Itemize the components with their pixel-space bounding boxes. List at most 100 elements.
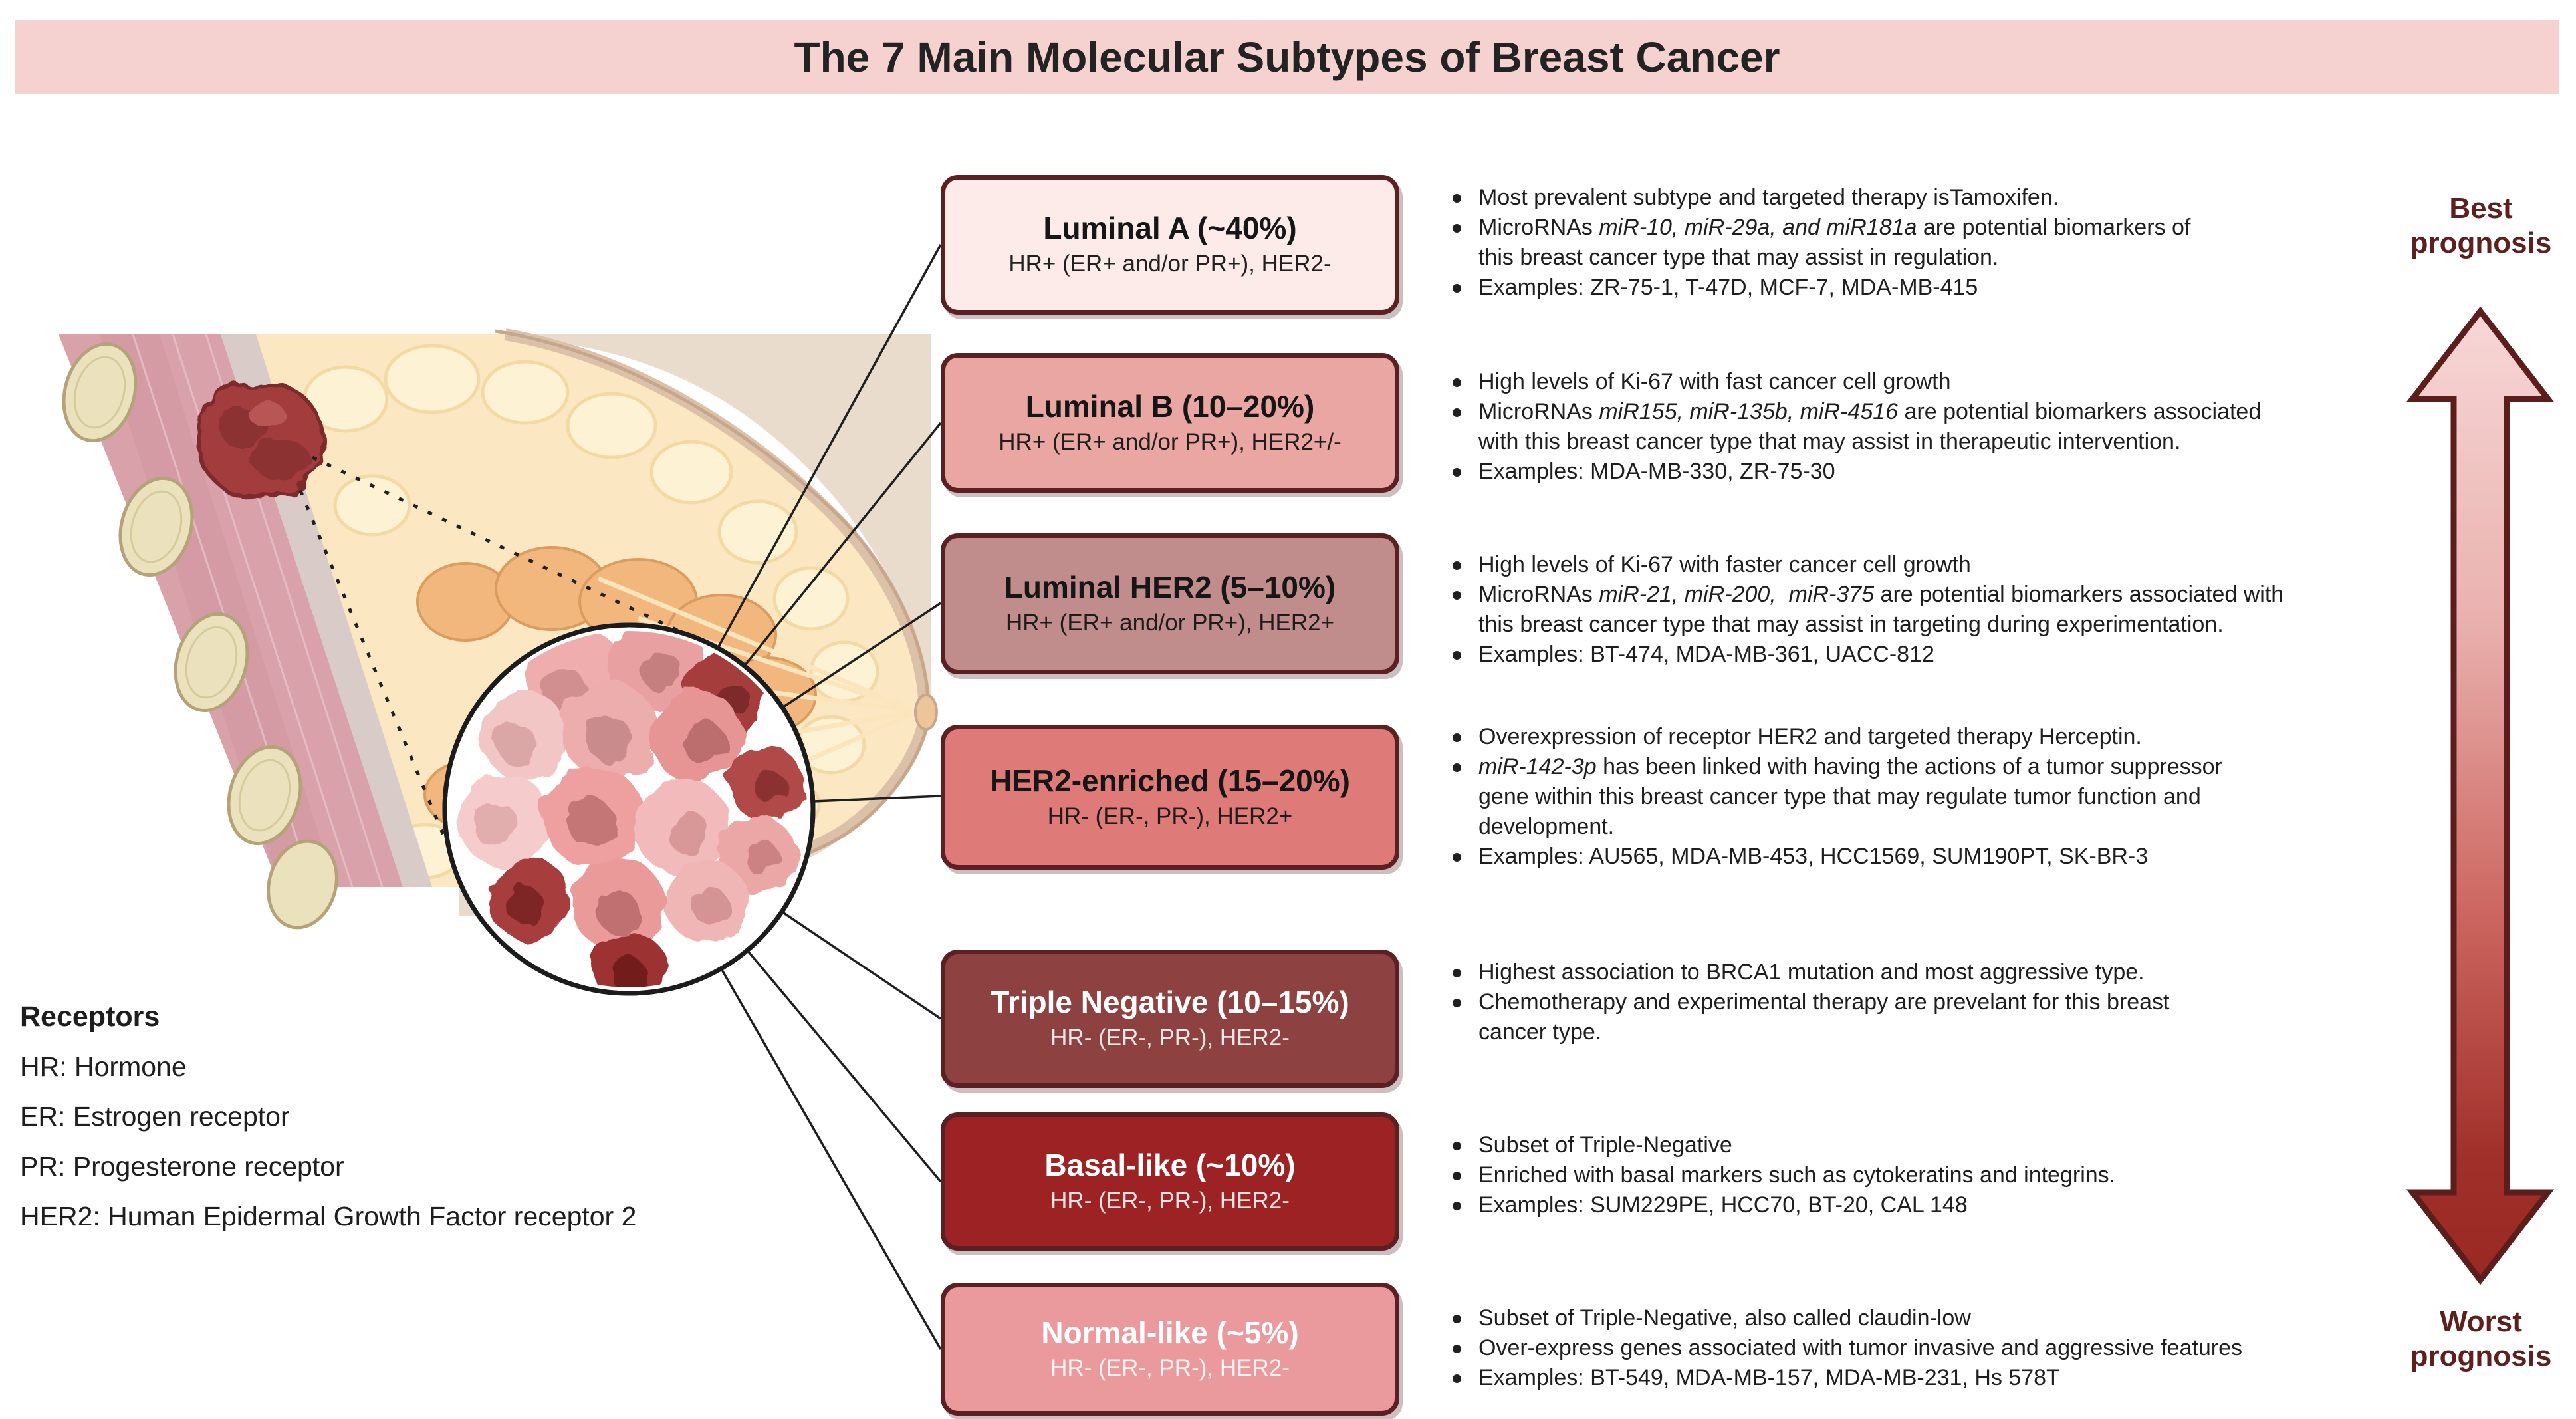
bullet-item: miR-142-3p has been linked with having t…: [1453, 752, 2222, 842]
subtype-name: Normal-like (~5%): [1041, 1315, 1299, 1350]
bullet-dot-icon: [1453, 763, 1461, 772]
bullet-dot-icon: [1453, 284, 1461, 293]
subtype-bullet-list: Highest association to BRCA1 mutation an…: [1453, 958, 2169, 1047]
bullet-text-segment: High levels of Ki-67 with fast cancer ce…: [1478, 369, 1951, 394]
page-title: The 7 Main Molecular Subtypes of Breast …: [794, 33, 1780, 81]
tumor-cell-magnifier: [442, 622, 816, 996]
bullet-dot-icon: [1453, 651, 1461, 660]
bullet-item: Subset of Triple-Negative, also called c…: [1453, 1303, 2242, 1333]
bullet-text: Subset of Triple-Negative: [1478, 1130, 1732, 1160]
subtype-bullet-list: Most prevalent subtype and targeted ther…: [1453, 183, 2190, 303]
bullet-text-segment: Subset of Triple-Negative, also called c…: [1478, 1305, 1971, 1331]
bullet-dot-icon: [1453, 1172, 1461, 1180]
bullet-text: High levels of Ki-67 with fast cancer ce…: [1478, 367, 1951, 397]
bullet-text-segment: are potential biomarkers associated: [1898, 399, 2262, 424]
bullet-text-segment: Examples: MDA-MB-330, ZR-75-30: [1478, 459, 1835, 484]
bullet-text-segment: Highest association to BRCA1 mutation an…: [1478, 960, 2145, 985]
tumor: [195, 380, 326, 501]
bullet-text: Examples: MDA-MB-330, ZR-75-30: [1478, 457, 1835, 487]
subtype-name: Triple Negative (10–15%): [991, 984, 1349, 1019]
receptor-item-hr: HR: Hormone: [20, 1051, 187, 1082]
bullet-dot-icon: [1453, 561, 1461, 570]
receptors-legend: Receptors HR: Hormone ER: Estrogen recep…: [20, 992, 636, 1241]
subtype-receptor-status: HR- (ER-, PR-), HER2-: [1050, 1354, 1290, 1381]
bullet-text-segment: miR-21, miR-200, miR-375: [1599, 582, 1875, 607]
bullet-text-segment: Examples: SUM229PE, HCC70, BT-20, CAL 14…: [1478, 1192, 1968, 1218]
bullet-text: MicroRNAs miR-10, miR-29a, and miR181a a…: [1478, 213, 2190, 273]
nipple: [914, 694, 938, 731]
bullet-dot-icon: [1453, 1345, 1461, 1353]
bullet-text-segment: Over-express genes associated with tumor…: [1478, 1335, 2243, 1360]
subtype-receptor-status: HR+ (ER+ and/or PR+), HER2+/-: [998, 428, 1342, 455]
receptor-item-her2: HER2: Human Epidermal Growth Factor rece…: [20, 1201, 637, 1231]
subtype-name: Basal-like (~10%): [1044, 1147, 1296, 1182]
title-banner: The 7 Main Molecular Subtypes of Breast …: [15, 20, 2559, 94]
subtype-receptor-status: HR- (ER-, PR-), HER2+: [1047, 803, 1293, 829]
subtype-bullet-list: High levels of Ki-67 with faster cancer …: [1453, 550, 2283, 670]
bullet-item: MicroRNAs miR155, miR-135b, miR-4516 are…: [1453, 397, 2261, 457]
bullet-text-segment: MicroRNAs: [1478, 399, 1599, 424]
bullet-text-segment: Examples: ZR-75-1, T-47D, MCF-7, MDA-MB-…: [1478, 275, 1978, 300]
subtype-receptor-status: HR- (ER-, PR-), HER2-: [1050, 1187, 1290, 1214]
bullet-item: High levels of Ki-67 with faster cancer …: [1453, 550, 2283, 580]
bullet-item: Examples: BT-474, MDA-MB-361, UACC-812: [1453, 640, 2283, 670]
receptor-item-er: ER: Estrogen receptor: [20, 1101, 290, 1132]
bullet-text: Over-express genes associated with tumor…: [1478, 1333, 2242, 1363]
subtype-name: Luminal B (10–20%): [1025, 388, 1315, 424]
bullet-item: Most prevalent subtype and targeted ther…: [1453, 183, 2190, 213]
subtype-box: Luminal B (10–20%) HR+ (ER+ and/or PR+), …: [941, 353, 1399, 493]
bullet-text-segment: Examples: BT-549, MDA-MB-157, MDA-MB-231…: [1478, 1365, 2060, 1390]
ribs: [62, 342, 338, 930]
bullet-item: Subset of Triple-Negative: [1453, 1130, 2115, 1160]
bullet-text: Examples: BT-549, MDA-MB-157, MDA-MB-231…: [1478, 1363, 2060, 1393]
bullet-dot-icon: [1453, 853, 1461, 862]
subtype-bullet-list: Subset of Triple-Negative, also called c…: [1453, 1303, 2242, 1393]
connector-lines: [717, 244, 942, 1350]
bullet-item: MicroRNAs miR-21, miR-200, miR-375 are p…: [1453, 580, 2283, 640]
bullet-text: Subset of Triple-Negative, also called c…: [1478, 1303, 1971, 1333]
bullet-dot-icon: [1453, 194, 1461, 203]
subtype-box: Luminal A (~40%) HR+ (ER+ and/or PR+), HE…: [941, 175, 1399, 315]
subtype-bullet-list: Overexpression of receptor HER2 and targ…: [1453, 722, 2222, 872]
bullet-text-segment: this breast cancer type that may assist …: [1478, 612, 2224, 637]
bullet-text: Examples: SUM229PE, HCC70, BT-20, CAL 14…: [1478, 1190, 1968, 1220]
bullet-item: Examples: AU565, MDA-MB-453, HCC1569, SU…: [1453, 842, 2222, 872]
bullet-text-segment: miR-142-3p: [1478, 754, 1597, 779]
bullet-dot-icon: [1453, 733, 1461, 742]
subtype-receptor-status: HR+ (ER+ and/or PR+), HER2-: [1008, 250, 1332, 277]
bullet-text-segment: this breast cancer type that may assist …: [1478, 245, 1999, 270]
bullet-item: MicroRNAs miR-10, miR-29a, and miR181a a…: [1453, 213, 2190, 273]
bullet-item: Over-express genes associated with tumor…: [1453, 1333, 2242, 1363]
bullet-item: Overexpression of receptor HER2 and targ…: [1453, 722, 2222, 752]
best-prognosis-label: Best prognosis: [2410, 192, 2552, 259]
bullet-item: Examples: SUM229PE, HCC70, BT-20, CAL 14…: [1453, 1190, 2115, 1220]
bullet-item: Examples: BT-549, MDA-MB-157, MDA-MB-231…: [1453, 1363, 2242, 1393]
bullet-text: Examples: AU565, MDA-MB-453, HCC1569, SU…: [1478, 842, 2148, 872]
tumor-cells: [457, 631, 803, 987]
bullet-text-segment: Examples: AU565, MDA-MB-453, HCC1569, SU…: [1478, 844, 2149, 869]
bullet-item: Highest association to BRCA1 mutation an…: [1453, 958, 2169, 987]
bullet-dot-icon: [1453, 969, 1461, 977]
bullet-text-segment: development.: [1478, 814, 1615, 839]
bullet-dot-icon: [1453, 408, 1461, 417]
bullet-text-segment: gene within this breast cancer type that…: [1478, 784, 2201, 809]
bullet-text-segment: are potential biomarkers of: [1917, 215, 2191, 240]
bullet-dot-icon: [1453, 224, 1461, 233]
bullet-text: Enriched with basal markers such as cyto…: [1478, 1160, 2115, 1190]
bullet-text: High levels of Ki-67 with faster cancer …: [1478, 550, 1971, 580]
bullet-text: Examples: BT-474, MDA-MB-361, UACC-812: [1478, 640, 1934, 670]
subtype-box: Normal-like (~5%) HR- (ER-, PR-), HER2-: [941, 1283, 1399, 1416]
bullet-item: Chemotherapy and experimental therapy ar…: [1453, 987, 2169, 1047]
subtype-name: Luminal A (~40%): [1043, 210, 1297, 245]
bullet-item: Examples: MDA-MB-330, ZR-75-30: [1453, 457, 2261, 487]
subtype-receptor-status: HR- (ER-, PR-), HER2-: [1050, 1024, 1290, 1051]
bullet-text-segment: Subset of Triple-Negative: [1478, 1132, 1732, 1158]
subtype-receptor-status: HR+ (ER+ and/or PR+), HER2+: [1005, 609, 1335, 636]
subtype-bullet-list: High levels of Ki-67 with fast cancer ce…: [1453, 367, 2261, 487]
bullet-dot-icon: [1453, 1202, 1461, 1210]
bullet-text-segment: miR155, miR-135b, miR-4516: [1599, 399, 1899, 424]
bullet-item: Enriched with basal markers such as cyto…: [1453, 1160, 2115, 1190]
bullet-text-segment: Overexpression of receptor HER2 and targ…: [1478, 724, 2142, 749]
bullet-text: Most prevalent subtype and targeted ther…: [1478, 183, 2059, 213]
